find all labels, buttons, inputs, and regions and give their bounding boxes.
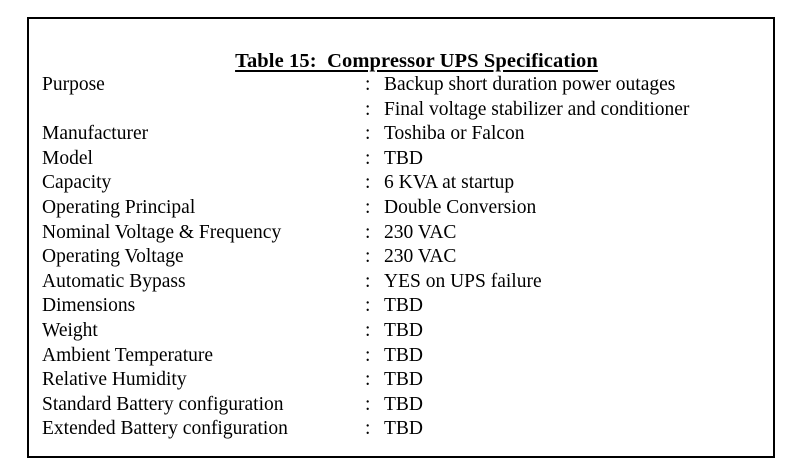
table-row: Ambient Temperature: TBD (42, 344, 767, 369)
spec-separator: : (365, 369, 371, 391)
spec-separator: : (365, 393, 371, 415)
table-row: Automatic Bypass: YES on UPS failure (42, 270, 767, 295)
table-row: Nominal Voltage & Frequency:230 VAC (42, 221, 767, 246)
table-row: Capacity:6 KVA at startup (42, 171, 767, 196)
spec-separator: : (365, 319, 371, 341)
spec-label: Capacity (42, 172, 112, 194)
spec-label: Relative Humidity (42, 369, 187, 391)
table-row: Dimensions: TBD (42, 294, 767, 319)
spec-label: Operating Principal (42, 196, 196, 218)
table-title: Table 15: Compressor UPS Specification (29, 27, 773, 96)
spec-separator: : (365, 196, 371, 218)
spec-value: Toshiba or Falcon (384, 123, 525, 145)
spec-label: Dimensions (42, 295, 136, 317)
spec-value: TBD (384, 393, 423, 415)
spec-value: 6 KVA at startup (384, 172, 515, 194)
spec-value: Backup short duration power outages (384, 74, 676, 95)
table-row: Model: TBD (42, 147, 767, 172)
spec-label: Purpose (42, 74, 105, 95)
spec-value: YES on UPS failure (384, 270, 542, 292)
spec-label: Standard Battery configuration (42, 393, 284, 415)
spec-separator: : (365, 147, 371, 169)
spec-label: Operating Voltage (42, 246, 184, 268)
spec-value: Final voltage stabilizer and conditioner (384, 98, 690, 120)
spec-separator: : (365, 246, 371, 268)
spec-separator: : (365, 172, 371, 194)
specification-table-frame: Table 15: Compressor UPS Specification P… (27, 17, 775, 458)
table-row: Weight: TBD (42, 319, 767, 344)
spec-value: TBD (384, 295, 423, 317)
spec-value: Double Conversion (384, 196, 537, 218)
spec-separator: : (365, 74, 371, 95)
table-row: Purpose: Backup short duration power outa… (42, 73, 767, 98)
table-row: : Final voltage stabilizer and conditione… (42, 98, 767, 123)
spec-label: Extended Battery configuration (42, 418, 288, 440)
spec-value: TBD (384, 369, 423, 391)
table-row: Manufacturer: Toshiba or Falcon (42, 122, 767, 147)
spec-separator: : (365, 295, 371, 317)
spec-label: Manufacturer (42, 123, 149, 145)
spec-separator: : (365, 123, 371, 145)
table-row: Relative Humidity: TBD (42, 368, 767, 393)
spec-value: TBD (384, 147, 423, 169)
spec-label: Automatic Bypass (42, 270, 186, 292)
spec-separator: : (365, 344, 371, 366)
spec-label: Weight (42, 319, 98, 341)
table-row: Operating Principal: Double Conversion (42, 196, 767, 221)
table-row: Standard Battery configuration: TBD (42, 393, 767, 418)
spec-value: TBD (384, 418, 423, 440)
spec-separator: : (365, 221, 371, 243)
specification-row-list: Purpose: Backup short duration power outa… (42, 73, 767, 442)
table-row: Extended Battery configuration: TBD (42, 417, 767, 442)
spec-label: Nominal Voltage & Frequency (42, 221, 282, 243)
spec-separator: : (365, 270, 371, 292)
spec-label: Model (42, 147, 93, 169)
spec-separator: : (365, 418, 371, 440)
table-title-text: Table 15: Compressor UPS Specification (235, 50, 598, 72)
spec-value: 230 VAC (384, 246, 457, 268)
spec-value: TBD (384, 319, 423, 341)
spec-value: TBD (384, 344, 423, 366)
spec-value: 230 VAC (384, 221, 457, 243)
spec-label: Ambient Temperature (42, 344, 214, 366)
spec-separator: : (365, 98, 371, 120)
table-row: Operating Voltage:230 VAC (42, 245, 767, 270)
